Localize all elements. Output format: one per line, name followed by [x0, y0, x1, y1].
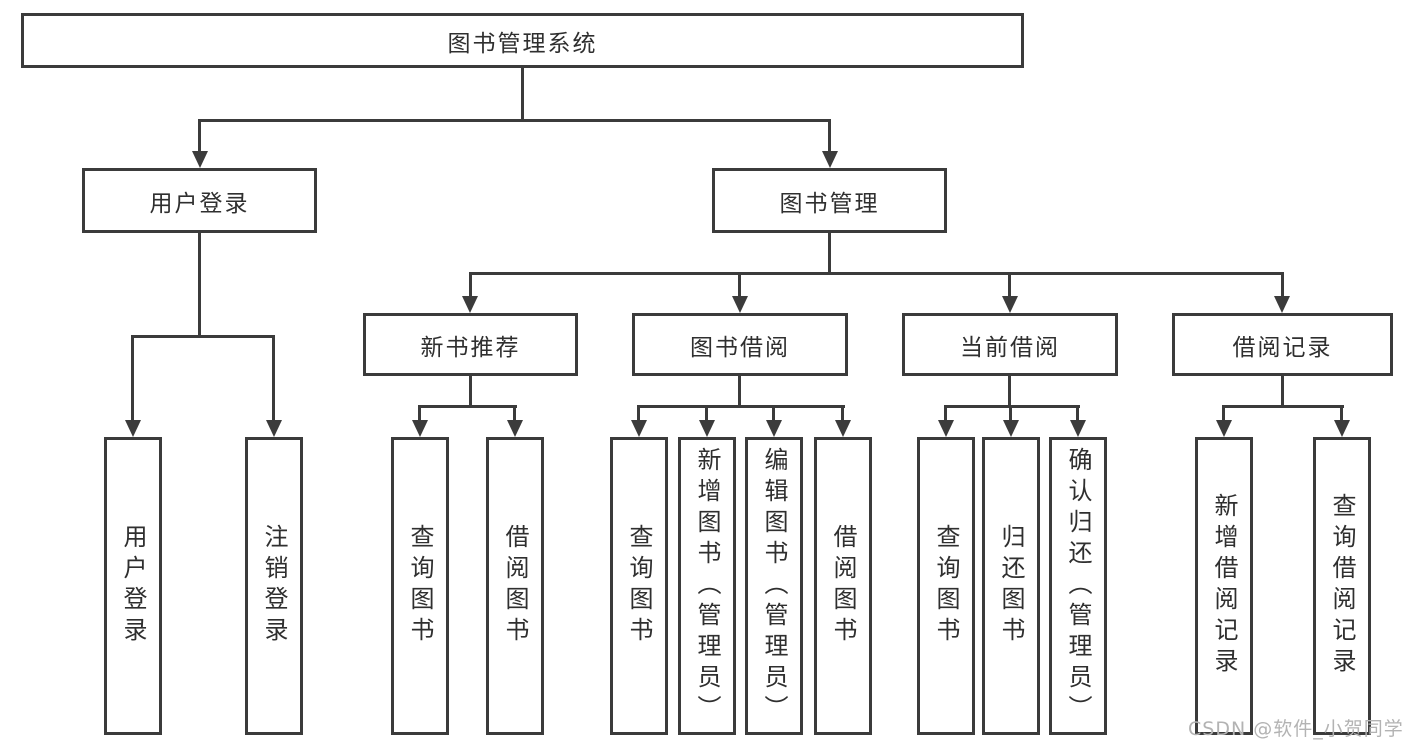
leaf-label: 新增借阅记录 [1210, 493, 1238, 679]
connector-line [198, 119, 831, 122]
node-book-borrowing: 图书借阅 [632, 313, 848, 376]
arrow-down-icon [1002, 296, 1018, 313]
arrow-down-icon [1003, 420, 1019, 437]
connector-line [1008, 272, 1011, 298]
leaf-add-borrow-record: 新增借阅记录 [1195, 437, 1253, 735]
leaf-label: 查询图书 [932, 524, 960, 648]
arrow-down-icon [835, 420, 851, 437]
connector-line [772, 405, 775, 422]
leaf-query-books-recommend: 查询图书 [391, 437, 449, 735]
node-label: 图书管理系统 [447, 30, 598, 57]
connector-line [828, 233, 831, 274]
leaf-borrow-books: 借阅图书 [814, 437, 872, 735]
arrow-down-icon [125, 420, 141, 437]
connector-line [828, 119, 831, 153]
connector-line [198, 233, 201, 337]
leaf-user-login: 用户登录 [104, 437, 162, 735]
arrow-down-icon [507, 420, 523, 437]
connector-line [1076, 405, 1079, 422]
connector-line [637, 405, 845, 408]
connector-line [469, 272, 472, 298]
connector-line [521, 66, 524, 121]
arrow-down-icon [732, 296, 748, 313]
node-borrowing-records: 借阅记录 [1172, 313, 1393, 376]
connector-line [198, 119, 201, 153]
arrow-down-icon [699, 420, 715, 437]
arrow-down-icon [462, 296, 478, 313]
arrow-down-icon [938, 420, 954, 437]
connector-line [272, 335, 275, 423]
connector-line [513, 405, 516, 422]
connector-line [738, 272, 741, 298]
leaf-label: 查询借阅记录 [1328, 493, 1356, 679]
node-label: 用户登录 [149, 190, 250, 217]
node-label: 图书管理 [779, 190, 880, 217]
leaf-return-books: 归还图书 [982, 437, 1040, 735]
connector-line [1009, 405, 1012, 422]
connector-line [705, 405, 708, 422]
connector-line [1281, 272, 1284, 298]
node-label: 新书推荐 [420, 334, 521, 361]
node-book-management: 图书管理 [712, 168, 947, 233]
arrow-down-icon [192, 151, 208, 168]
connector-line [131, 335, 275, 338]
leaf-label: 编辑图书（管理员） [760, 446, 788, 726]
arrow-down-icon [1274, 296, 1290, 313]
connector-line [1340, 405, 1343, 422]
connector-line [1222, 405, 1225, 422]
connector-line [738, 376, 741, 407]
arrow-down-icon [412, 420, 428, 437]
node-user-login: 用户登录 [82, 168, 317, 233]
leaf-query-books-current: 查询图书 [917, 437, 975, 735]
leaf-add-books-admin: 新增图书（管理员） [678, 437, 736, 735]
arrow-down-icon [822, 151, 838, 168]
connector-line [1222, 405, 1344, 408]
connector-line [944, 405, 947, 422]
node-label: 借阅记录 [1232, 334, 1333, 361]
connector-line [841, 405, 844, 422]
node-library-management-system: 图书管理系统 [21, 13, 1024, 68]
connector-line [469, 272, 1283, 275]
arrow-down-icon [1216, 420, 1232, 437]
connector-line [131, 335, 134, 423]
leaf-query-borrow-record: 查询借阅记录 [1313, 437, 1371, 735]
arrow-down-icon [631, 420, 647, 437]
connector-line [637, 405, 640, 422]
node-new-book-recommendation: 新书推荐 [363, 313, 578, 376]
node-label: 当前借阅 [960, 334, 1060, 361]
node-label: 图书借阅 [690, 334, 790, 361]
connector-line [944, 405, 1080, 408]
arrow-down-icon [266, 420, 282, 437]
leaf-label: 确认归还（管理员） [1064, 446, 1092, 726]
leaf-label: 用户登录 [119, 524, 147, 648]
connector-line [418, 405, 517, 408]
leaf-confirm-return-admin: 确认归还（管理员） [1049, 437, 1107, 735]
connector-line [469, 376, 472, 407]
leaf-logout: 注销登录 [245, 437, 303, 735]
connector-line [418, 405, 421, 422]
leaf-label: 查询图书 [406, 524, 434, 648]
connector-line [1281, 376, 1284, 407]
leaf-label: 注销登录 [260, 524, 288, 648]
arrow-down-icon [1334, 420, 1350, 437]
leaf-label: 借阅图书 [829, 524, 857, 648]
leaf-label: 归还图书 [997, 524, 1025, 648]
connector-line [1008, 376, 1011, 407]
watermark: CSDN @软件_小贺同学 [1188, 718, 1404, 740]
node-current-borrowing: 当前借阅 [902, 313, 1118, 376]
arrow-down-icon [766, 420, 782, 437]
leaf-query-books-borrowing: 查询图书 [610, 437, 668, 735]
leaf-label: 借阅图书 [501, 524, 529, 648]
arrow-down-icon [1070, 420, 1086, 437]
leaf-label: 新增图书（管理员） [693, 446, 721, 726]
leaf-label: 查询图书 [625, 524, 653, 648]
leaf-borrow-books-recommend: 借阅图书 [486, 437, 544, 735]
leaf-edit-books-admin: 编辑图书（管理员） [745, 437, 803, 735]
